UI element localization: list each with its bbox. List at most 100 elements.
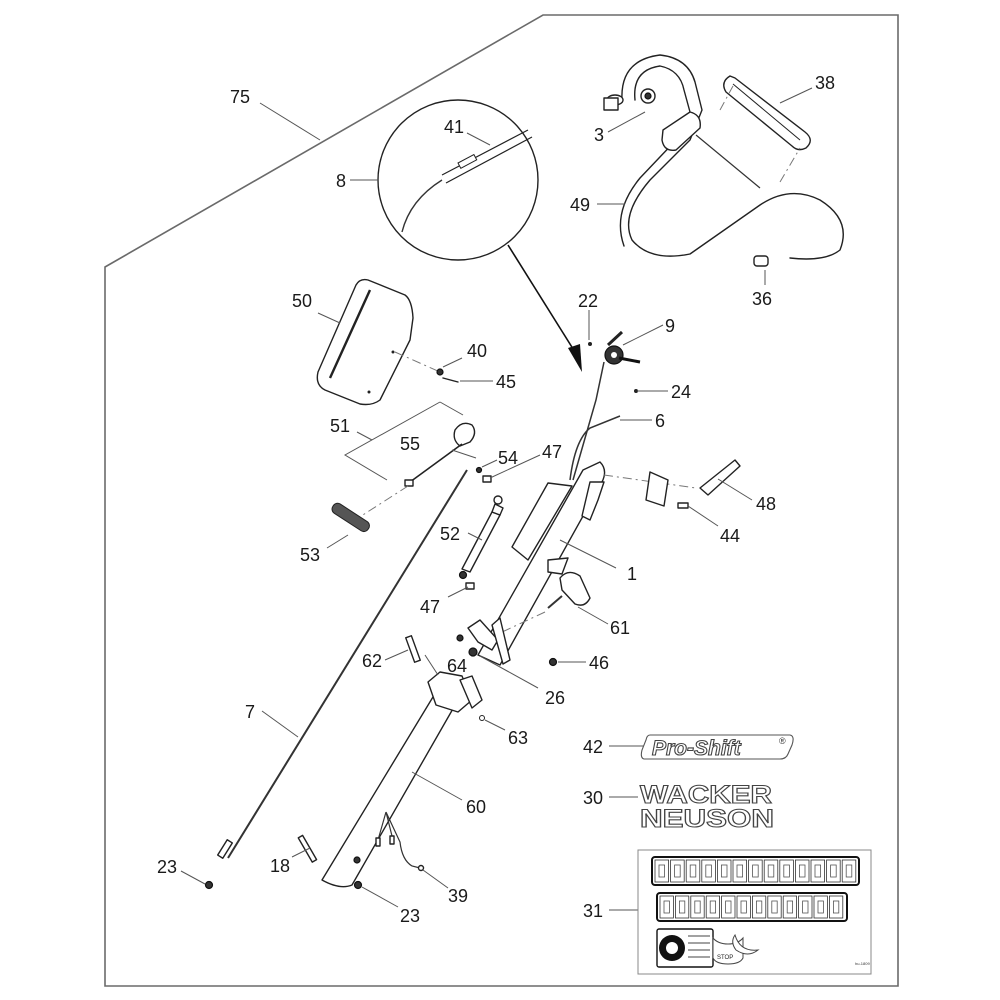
callout-9: 9 [665, 316, 675, 336]
decal-symbol-icon [833, 900, 840, 914]
decal-icon-cell [826, 859, 841, 883]
bracket-part-48-44 [645, 459, 741, 509]
callout-55: 55 [400, 434, 420, 454]
callout-75: 75 [230, 87, 250, 107]
decal-sheet: STOP hu-1809 [637, 849, 872, 975]
decal-icon-cell [690, 895, 705, 919]
decal-symbol-icon [845, 864, 853, 878]
decal-icon-cell [829, 895, 844, 919]
callout-36: 36 [752, 289, 772, 309]
nut-part-tube [353, 856, 361, 864]
knob-dash-line [484, 611, 546, 641]
spring-part-53 [331, 502, 370, 533]
decal-symbol-icon [679, 900, 686, 914]
washer-part-40 [436, 368, 444, 376]
fitting-part-47b [465, 582, 475, 590]
wacker-neuson-decal: WACKER NEUSON [639, 780, 774, 833]
brand-line-1: WACKER [640, 781, 772, 809]
wire-harness-part [375, 811, 425, 872]
decal-symbol-icon [771, 900, 778, 914]
decal-symbol-icon [817, 900, 824, 914]
decal-icon-cell [705, 895, 721, 919]
lever-part-9 [604, 330, 641, 365]
decal-symbol-icon [802, 900, 809, 914]
callout-61: 61 [610, 618, 630, 638]
lower-tube-part-60 [321, 671, 483, 888]
callout-6: 6 [655, 411, 665, 431]
callout-3: 3 [594, 125, 604, 145]
callout-labels: 75 41 8 3 38 49 36 50 40 45 22 9 24 6 51… [157, 73, 835, 926]
callout-30: 30 [583, 788, 603, 808]
decal-symbol-icon [694, 900, 701, 914]
callout-18: 18 [270, 856, 290, 876]
decal-symbol-icon [674, 864, 681, 878]
cover-dash-line [394, 351, 441, 373]
callout-31: 31 [583, 901, 603, 921]
callout-26: 26 [545, 688, 565, 708]
callout-41: 41 [444, 117, 464, 137]
callout-23-right: 23 [400, 906, 420, 926]
clamp-part-26 [456, 617, 511, 665]
fitting-part-47a [482, 475, 492, 483]
assembly-frame-outline [104, 14, 899, 987]
decal-symbol-icon [752, 864, 759, 878]
callout-23-left: 23 [157, 857, 177, 877]
stop-text: STOP [717, 955, 733, 961]
decal-icon-cell [670, 859, 685, 883]
rod-part-55 [404, 422, 476, 487]
control-decal-row-2 [656, 892, 848, 922]
knob-part-61 [547, 571, 591, 609]
decal-symbol-icon [767, 864, 775, 878]
decal-symbol-icon [658, 864, 665, 878]
decal-icon-cell [675, 895, 690, 919]
pin-part-62 [405, 635, 421, 663]
sheet-code: hu-1809 [855, 961, 870, 966]
decal-icon-cell [795, 859, 810, 883]
cover-part-50 [316, 278, 414, 406]
callout-39: 39 [448, 886, 468, 906]
callout-47-lower: 47 [420, 597, 440, 617]
callout-53: 53 [300, 545, 320, 565]
decal-icon-cell [752, 895, 767, 919]
callout-1: 1 [627, 564, 637, 584]
decal-icon-cell [779, 859, 794, 883]
callout-50: 50 [292, 291, 312, 311]
decal-icon-cell [736, 895, 751, 919]
decal-symbol-icon [799, 864, 806, 878]
spring-dash-line [354, 485, 409, 521]
decal-icon-cell [659, 895, 674, 919]
callout-46: 46 [589, 653, 609, 673]
callout-8: 8 [336, 171, 346, 191]
decal-symbol-icon [663, 900, 670, 914]
clip-part-63 [479, 715, 485, 721]
pro-shift-text: Pro-Shift [652, 737, 742, 760]
cap-part-36 [753, 255, 769, 267]
decal-symbol-icon [689, 864, 697, 878]
callout-7: 7 [245, 702, 255, 722]
callout-44: 44 [720, 526, 740, 546]
callout-42: 42 [583, 737, 603, 757]
detail-circle [377, 99, 582, 372]
callout-51: 51 [330, 416, 350, 436]
decal-icon-cell [841, 859, 857, 883]
handlebar-part [603, 54, 844, 260]
part-24 [634, 389, 638, 393]
pro-shift-decal: Pro-Shift ® [640, 734, 794, 761]
decal-symbol-icon [721, 864, 728, 878]
grip-part-38 [719, 75, 811, 183]
brand-line-2: NEUSON [640, 805, 774, 833]
control-decal-row-1 [651, 856, 860, 886]
upper-tube-part-1 [477, 461, 606, 666]
warning-decal [656, 928, 714, 968]
registered-mark: ® [779, 736, 786, 746]
decal-symbol-icon [756, 900, 763, 914]
callout-22: 22 [578, 291, 598, 311]
cable-end-part [216, 839, 234, 859]
decal-icon-cell [721, 895, 736, 919]
callout-40: 40 [467, 341, 487, 361]
callout-48: 48 [756, 494, 776, 514]
callout-63: 63 [508, 728, 528, 748]
callout-45: 45 [496, 372, 516, 392]
decal-icon-cell [717, 859, 732, 883]
